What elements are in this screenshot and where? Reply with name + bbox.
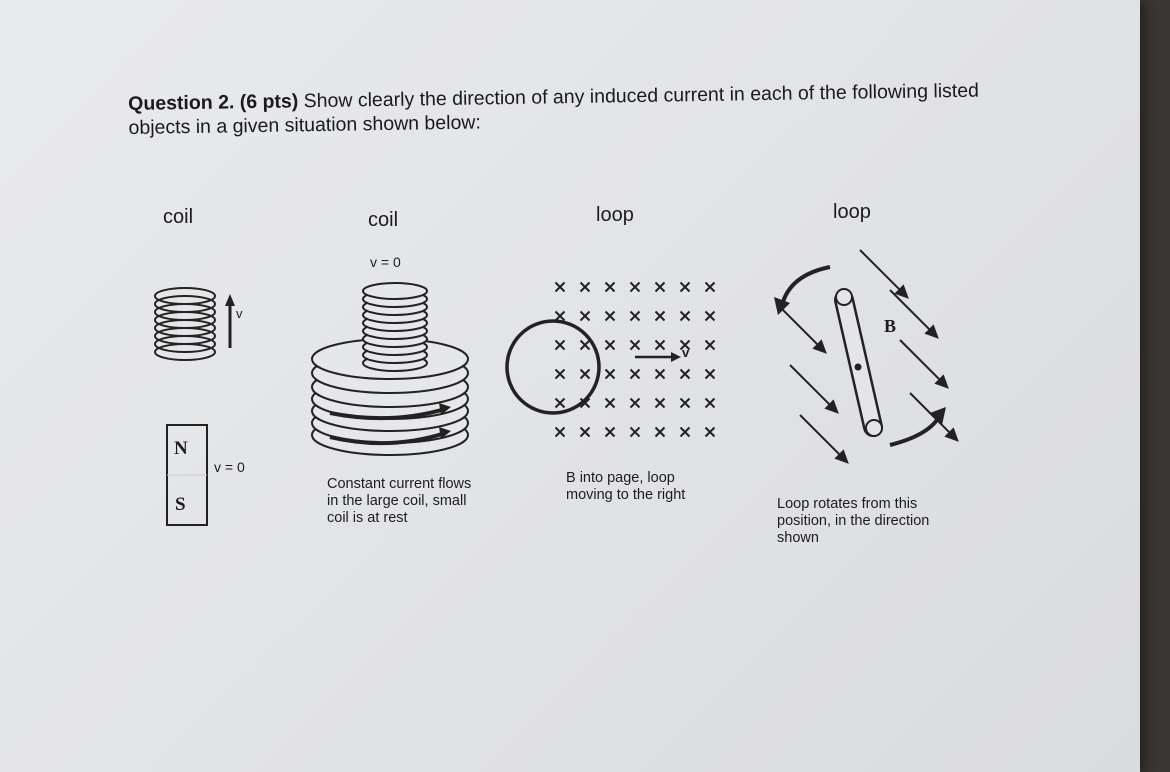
question-number: Question 2.: [128, 91, 235, 115]
field-arrowhead: [934, 374, 949, 389]
x-mark-icon: [679, 397, 691, 409]
up-arrow-icon: [225, 294, 235, 348]
question-points: (6 pts): [239, 90, 299, 114]
small-coil-icon: [362, 282, 428, 372]
field-arrowhead: [924, 324, 939, 339]
x-mark-icon: [579, 397, 591, 409]
panel2-coil-diagram: [311, 282, 469, 456]
panel4-label: loop: [833, 201, 871, 223]
panel3-velocity: v: [682, 345, 690, 360]
x-mark-icon: [579, 426, 591, 438]
panel1-arrow-label: v: [236, 306, 243, 321]
field-line: [799, 414, 844, 459]
panel2-label: coil: [368, 209, 399, 231]
field-line: [909, 392, 954, 437]
x-mark-icon: [629, 397, 641, 409]
x-mark-icon: [579, 281, 591, 293]
caption-line: moving to the right: [566, 487, 686, 503]
x-mark-icon: [704, 310, 716, 322]
x-mark-icon: [654, 426, 666, 438]
x-mark-icon: [554, 339, 566, 351]
right-arrow-icon: [635, 352, 681, 362]
x-mark-icon: [554, 368, 566, 380]
x-mark-icon: [704, 339, 716, 351]
panel2-velocity: v = 0: [370, 254, 401, 270]
x-mark-icon: [679, 310, 691, 322]
paper-sheet: [0, 0, 1140, 772]
x-mark-icon: [654, 339, 666, 351]
panel1-label: coil: [163, 206, 194, 228]
field-arrowhead: [812, 339, 827, 354]
x-mark-icon: [679, 281, 691, 293]
field-line: [777, 304, 822, 349]
panel4-caption: Loop rotates from this position, in the …: [777, 496, 929, 547]
current-arrow-icon: [329, 407, 446, 446]
x-mark-icon: [629, 426, 641, 438]
caption-line: shown: [777, 530, 819, 546]
magnet-south-label: S: [175, 494, 186, 515]
x-mark-icon: [554, 397, 566, 409]
x-mark-icon: [679, 368, 691, 380]
b-field-label: B: [884, 316, 897, 336]
field-arrowhead: [894, 284, 909, 299]
b-field-into-page-grid: [554, 281, 716, 438]
x-mark-icon: [704, 426, 716, 438]
field-line: [789, 364, 834, 409]
field-line: [889, 289, 934, 334]
x-mark-icon: [704, 281, 716, 293]
x-mark-icon: [554, 281, 566, 293]
field-arrowhead: [824, 399, 839, 414]
x-mark-icon: [654, 397, 666, 409]
x-mark-icon: [654, 310, 666, 322]
x-mark-icon: [679, 426, 691, 438]
x-mark-icon: [654, 368, 666, 380]
loop-icon: [505, 319, 601, 415]
x-mark-icon: [604, 368, 616, 380]
panel4-rotating-loop-diagram: [774, 249, 959, 464]
panel3-loop-diagram: [505, 281, 716, 438]
panel2-caption: Constant current flows in the large coil…: [327, 476, 471, 527]
panel1-velocity: v = 0: [214, 459, 245, 475]
x-mark-icon: [554, 426, 566, 438]
x-mark-icon: [629, 339, 641, 351]
x-mark-icon: [604, 397, 616, 409]
x-mark-icon: [579, 339, 591, 351]
x-mark-icon: [654, 281, 666, 293]
caption-line: B into page, loop: [566, 470, 675, 486]
x-mark-icon: [629, 281, 641, 293]
x-mark-icon: [679, 339, 691, 351]
x-mark-icon: [554, 310, 566, 322]
field-line: [899, 339, 944, 384]
caption-line: coil is at rest: [327, 510, 408, 526]
field-arrowhead: [834, 449, 849, 464]
x-mark-icon: [604, 281, 616, 293]
panel3-caption: B into page, loop moving to the right: [566, 470, 685, 504]
small-coil-icon: [154, 287, 216, 361]
caption-line: Constant current flows: [327, 476, 472, 492]
x-mark-icon: [579, 368, 591, 380]
panel3-label: loop: [596, 204, 634, 226]
magnet-north-label: N: [174, 438, 188, 459]
x-mark-icon: [704, 368, 716, 380]
x-mark-icon: [604, 339, 616, 351]
field-line: [859, 249, 904, 294]
x-mark-icon: [704, 397, 716, 409]
caption-line: in the large coil, small: [327, 493, 467, 509]
x-mark-icon: [629, 310, 641, 322]
b-field-arrows-icon: [777, 249, 959, 464]
rod-loop-icon: [834, 288, 883, 437]
x-mark-icon: [604, 426, 616, 438]
x-mark-icon: [629, 368, 641, 380]
x-mark-icon: [604, 310, 616, 322]
x-mark-icon: [579, 310, 591, 322]
caption-line: Loop rotates from this: [777, 496, 918, 512]
caption-line: position, in the direction: [777, 513, 930, 529]
panel1-coil-diagram: [154, 287, 235, 526]
field-arrowhead: [944, 427, 959, 442]
